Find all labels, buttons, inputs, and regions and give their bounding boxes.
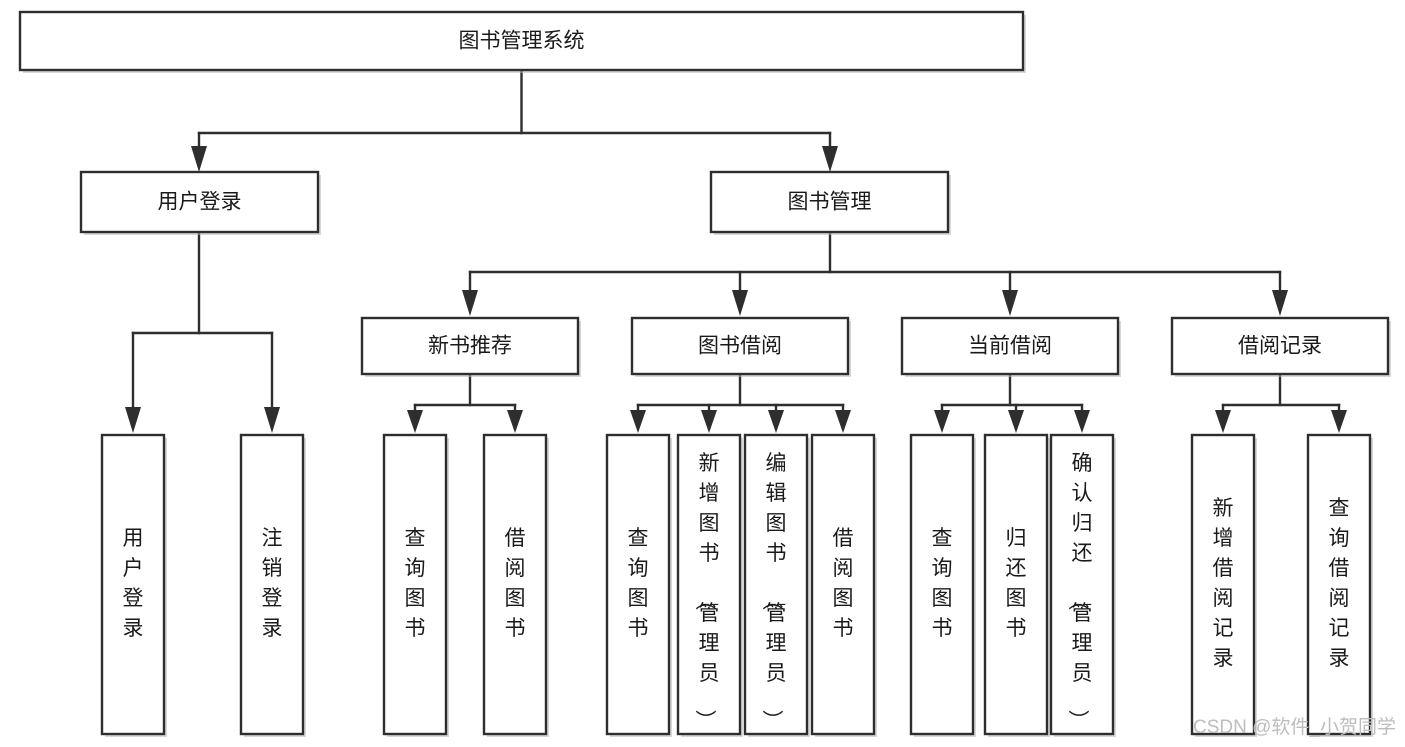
node-leaf-borrow-book-box[interactable] bbox=[810, 433, 876, 736]
arrow-head-book-manage bbox=[822, 146, 838, 172]
arrow-head-new-book-recommend bbox=[462, 290, 478, 316]
csdn-watermark: CSDN @软件_小贺同学 bbox=[1193, 716, 1396, 738]
node-leaf-query-record-label: 查询借阅记录 bbox=[1329, 497, 1350, 670]
node-leaf-add-book[interactable]: 新增图书（管理员） bbox=[676, 433, 743, 737]
node-leaf-add-book-box[interactable] bbox=[676, 433, 742, 736]
node-new-book-recommend[interactable]: 新书推荐 bbox=[360, 316, 581, 377]
node-leaf-edit-book-box[interactable] bbox=[743, 433, 809, 736]
node-leaf-query-book-rec-label: 查询图书 bbox=[405, 527, 426, 640]
node-book-borrow-box[interactable] bbox=[630, 316, 850, 376]
arrow-head-leaf-add-book bbox=[701, 410, 717, 433]
node-leaf-query-book-cur[interactable]: 查询图书 bbox=[909, 433, 976, 737]
node-leaf-return-book-label: 归还图书 bbox=[1006, 527, 1027, 640]
node-leaf-logout-box[interactable] bbox=[239, 433, 305, 736]
node-leaf-query-record[interactable]: 查询借阅记录 bbox=[1306, 433, 1373, 737]
arrow-head-leaf-add-record bbox=[1215, 410, 1231, 433]
node-new-book-recommend-label: 新书推荐 bbox=[428, 335, 512, 358]
node-leaf-return-book[interactable]: 归还图书 bbox=[983, 433, 1050, 737]
node-leaf-borrow-book-rec-box[interactable] bbox=[482, 433, 548, 736]
node-user-login[interactable]: 用户登录 bbox=[79, 170, 321, 235]
node-leaf-confirm-return[interactable]: 确认归还（管理员） bbox=[1049, 433, 1116, 737]
node-leaf-add-book-label: 新增图书（管理员） bbox=[694, 452, 720, 731]
node-leaf-add-record-box[interactable] bbox=[1190, 433, 1256, 736]
arrow-head-leaf-query-book-borrow bbox=[630, 410, 646, 433]
node-leaf-borrow-book-rec-label: 借阅图书 bbox=[505, 527, 526, 640]
node-book-borrow-label: 图书借阅 bbox=[698, 335, 782, 358]
node-leaf-logout-label: 注销登录 bbox=[262, 527, 283, 640]
node-new-book-recommend-box[interactable] bbox=[360, 316, 580, 376]
node-leaf-query-book-borrow-label: 查询图书 bbox=[628, 527, 649, 640]
arrow-head-leaf-logout bbox=[264, 407, 280, 433]
node-leaf-confirm-return-label: 确认归还（管理员） bbox=[1067, 452, 1093, 731]
node-leaf-user-login-box[interactable] bbox=[100, 433, 166, 736]
node-borrow-record[interactable]: 借阅记录 bbox=[1170, 316, 1391, 377]
node-leaf-add-record[interactable]: 新增借阅记录 bbox=[1190, 433, 1257, 737]
node-leaf-confirm-return-box[interactable] bbox=[1049, 433, 1115, 736]
node-leaf-edit-book[interactable]: 编辑图书（管理员） bbox=[743, 433, 810, 737]
arrow-head-leaf-borrow-book-rec bbox=[507, 410, 523, 433]
arrow-head-leaf-edit-book bbox=[768, 410, 784, 433]
node-leaf-query-book-cur-label: 查询图书 bbox=[932, 527, 953, 640]
arrow-head-leaf-query-record bbox=[1331, 410, 1347, 433]
arrow-head-leaf-borrow-book bbox=[835, 410, 851, 433]
arrow-head-borrow-record bbox=[1272, 290, 1288, 316]
node-leaf-return-book-box[interactable] bbox=[983, 433, 1049, 736]
arrow-head-book-borrow bbox=[732, 290, 748, 316]
arrow-head-user-login bbox=[191, 146, 207, 172]
arrow-head-leaf-query-book-rec bbox=[407, 410, 423, 433]
node-leaf-borrow-book-rec[interactable]: 借阅图书 bbox=[482, 433, 549, 737]
connector-layer bbox=[125, 68, 1347, 433]
arrow-head-leaf-query-book-cur bbox=[934, 410, 950, 433]
node-leaf-query-book-cur-box[interactable] bbox=[909, 433, 975, 736]
arrow-head-leaf-return-book bbox=[1008, 410, 1024, 433]
node-root-box[interactable] bbox=[18, 10, 1025, 72]
arrow-head-current-borrow bbox=[1002, 290, 1018, 316]
node-borrow-record-label: 借阅记录 bbox=[1238, 335, 1322, 358]
node-book-manage[interactable]: 图书管理 bbox=[709, 170, 951, 235]
node-book-manage-label: 图书管理 bbox=[788, 191, 872, 214]
node-user-login-box[interactable] bbox=[79, 170, 320, 234]
node-current-borrow-box[interactable] bbox=[900, 316, 1120, 376]
node-leaf-borrow-book-label: 借阅图书 bbox=[833, 527, 854, 640]
node-leaf-query-book-rec[interactable]: 查询图书 bbox=[382, 433, 449, 737]
node-borrow-record-box[interactable] bbox=[1170, 316, 1390, 376]
node-root[interactable]: 图书管理系统 bbox=[18, 10, 1026, 73]
node-leaf-user-login[interactable]: 用户登录 bbox=[100, 433, 167, 737]
node-leaf-query-record-box[interactable] bbox=[1306, 433, 1372, 736]
node-leaf-query-book-rec-box[interactable] bbox=[382, 433, 448, 736]
node-leaf-add-record-label: 新增借阅记录 bbox=[1213, 497, 1234, 670]
node-current-borrow-label: 当前借阅 bbox=[968, 335, 1052, 358]
node-leaf-logout[interactable]: 注销登录 bbox=[239, 433, 306, 737]
node-book-manage-box[interactable] bbox=[709, 170, 950, 234]
leaf-node-layer: 用户登录 注销登录 查询图书 借阅图书 查询图书 bbox=[100, 433, 1373, 737]
node-leaf-query-book-borrow[interactable]: 查询图书 bbox=[605, 433, 672, 737]
node-book-borrow[interactable]: 图书借阅 bbox=[630, 316, 851, 377]
arrow-head-leaf-user-login bbox=[125, 407, 141, 433]
node-leaf-edit-book-label: 编辑图书（管理员） bbox=[761, 452, 787, 731]
node-leaf-query-book-borrow-box[interactable] bbox=[605, 433, 671, 736]
node-user-login-label: 用户登录 bbox=[158, 191, 242, 214]
node-leaf-user-login-label: 用户登录 bbox=[123, 527, 144, 640]
arrow-head-leaf-confirm-return bbox=[1074, 410, 1090, 433]
node-root-label: 图书管理系统 bbox=[459, 30, 585, 53]
node-current-borrow[interactable]: 当前借阅 bbox=[900, 316, 1121, 377]
node-leaf-borrow-book[interactable]: 借阅图书 bbox=[810, 433, 877, 737]
